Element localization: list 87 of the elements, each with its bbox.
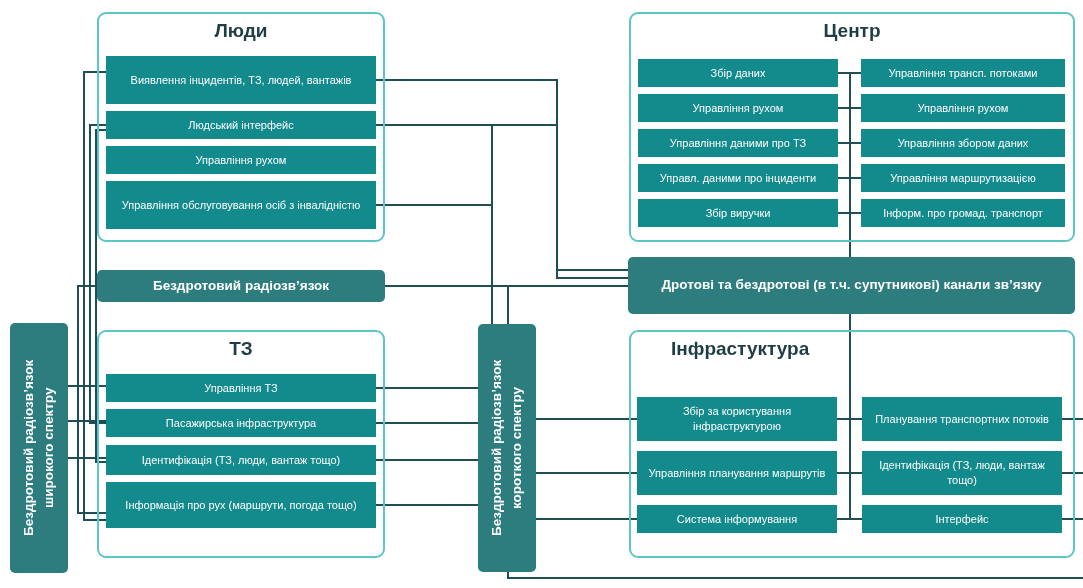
connector-line xyxy=(535,472,638,474)
connector-line xyxy=(1061,418,1083,420)
group-panel xyxy=(97,12,385,242)
connector-line xyxy=(375,387,479,389)
process-box xyxy=(106,482,376,528)
process-box xyxy=(638,94,838,122)
connector-line xyxy=(849,212,862,258)
process-box xyxy=(106,146,376,174)
connector-line xyxy=(1061,518,1083,520)
box-label: Управління рухом xyxy=(195,152,287,168)
process-box xyxy=(106,56,376,104)
panel-title: Центр xyxy=(823,20,881,42)
box-label: Збір даних xyxy=(710,65,766,81)
box-label: Управління маршрутизацією xyxy=(890,170,1036,186)
process-box xyxy=(106,374,376,402)
connector-line xyxy=(375,422,479,424)
panel-title: Інфрастуктура xyxy=(671,338,810,360)
connector-line xyxy=(535,518,638,520)
group-panel xyxy=(629,12,1075,242)
process-box xyxy=(637,505,837,533)
process-box xyxy=(861,164,1065,192)
panel-title: Люди xyxy=(214,20,268,42)
box-label: Управління даними про ТЗ xyxy=(669,135,807,151)
connector-line xyxy=(1061,472,1083,474)
box-label: Пасажирська інфраструктура xyxy=(165,415,317,431)
connector-line xyxy=(77,285,107,514)
box-label: Збір за користування інфраструктурою xyxy=(681,404,793,434)
process-box xyxy=(862,451,1062,495)
channel-box xyxy=(478,324,536,572)
box-label: Управління рухом xyxy=(917,100,1009,116)
box-label: Ідентифікація (ТЗ, люди, вантаж тощо) xyxy=(878,458,1046,488)
box-label: Система інформування xyxy=(676,511,798,527)
connector-line xyxy=(535,418,638,420)
process-box xyxy=(638,59,838,87)
box-label: Інформ. про громад. транспорт xyxy=(883,205,1043,221)
process-box xyxy=(861,59,1065,87)
box-label: Людський інтерфейс xyxy=(188,117,294,133)
process-box xyxy=(638,199,838,227)
connector-line xyxy=(95,129,107,463)
box-label: Управління трансп. потоками xyxy=(888,65,1038,81)
box-label: Інформація про рух (маршрути, погода тощо) xyxy=(125,497,357,513)
box-label: Дротові та бездротові (в т.ч. супутникові) канали зв’язку xyxy=(661,276,1042,295)
box-label: Управління ТЗ xyxy=(204,380,278,396)
box-label: Ідентифікація (ТЗ, люди, вантаж тощо) xyxy=(141,452,341,468)
box-label: Бездротовий радіозв’язок широкого спектру xyxy=(19,358,57,539)
connector-line xyxy=(375,204,493,325)
connector-line xyxy=(507,571,1083,579)
connector-line xyxy=(67,420,107,422)
connector-line xyxy=(375,504,479,506)
box-label: Бездротовий радіозв’язок короткого спектру xyxy=(487,358,525,539)
group-panel xyxy=(629,330,1075,558)
connector-line xyxy=(67,457,107,459)
process-box xyxy=(106,111,376,139)
channel-box xyxy=(10,323,68,573)
process-box xyxy=(861,129,1065,157)
connector-line xyxy=(849,313,863,520)
group-panel xyxy=(97,330,385,558)
connector-line xyxy=(375,459,479,461)
box-label: Виявлення інцидентів, ТЗ, людей, вантажів xyxy=(130,72,352,88)
process-box xyxy=(861,199,1065,227)
box-label: Управління рухом xyxy=(692,100,784,116)
box-label: Інтерфейс xyxy=(935,511,989,527)
process-box xyxy=(638,129,838,157)
process-box xyxy=(637,397,837,441)
process-box xyxy=(862,505,1062,533)
box-label: Збір виручки xyxy=(705,205,771,221)
process-box xyxy=(637,451,837,495)
box-label: Управління планування маршрутів xyxy=(648,465,826,481)
channel-box xyxy=(628,257,1075,314)
process-box xyxy=(861,94,1065,122)
panel-title: ТЗ xyxy=(229,338,253,360)
connector-line xyxy=(384,285,509,325)
process-box xyxy=(638,164,838,192)
process-box xyxy=(862,397,1062,441)
process-box xyxy=(106,445,376,475)
channel-box xyxy=(97,270,385,302)
box-label: Управління обслуговування осіб з інвалідністю xyxy=(121,197,361,213)
box-label: Бездротовий радіозв’язок xyxy=(152,276,330,295)
process-box xyxy=(106,409,376,437)
process-box xyxy=(106,181,376,229)
connector-line xyxy=(375,79,629,271)
box-label: Управл. даними про інциденти xyxy=(659,170,817,186)
connector-line xyxy=(83,71,107,521)
box-label: Планування транспортних потоків xyxy=(875,411,1049,427)
connector-line xyxy=(67,385,107,387)
connector-line xyxy=(89,124,107,424)
box-label: Управління збором даних xyxy=(897,135,1029,151)
